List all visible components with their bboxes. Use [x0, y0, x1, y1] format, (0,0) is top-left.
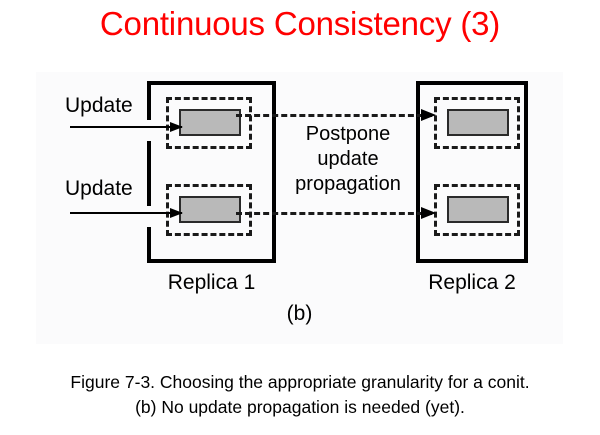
propagation-note-line-3: propagation — [295, 173, 401, 195]
data-item — [447, 196, 509, 223]
conit-outline — [166, 184, 252, 236]
figure-caption: Figure 7-3. Choosing the appropriate gra… — [0, 370, 600, 420]
propagation-arrow-2-icon — [236, 207, 436, 219]
data-item — [179, 196, 241, 223]
replica-2-caption: Replica 2 — [428, 271, 516, 294]
replica-1-caption: Replica 1 — [167, 271, 256, 294]
dashed-arrow-shaft — [236, 114, 432, 117]
arrow-head — [421, 207, 436, 219]
conit-outline — [166, 97, 252, 149]
replica-1-border-right — [272, 81, 276, 263]
replica-2-box — [416, 81, 528, 263]
data-item — [179, 109, 241, 136]
replica-1-border-left-segment — [147, 141, 151, 206]
update-arrow-1-icon — [70, 122, 183, 132]
replica-1-box — [147, 81, 276, 263]
propagation-note-line-2: update — [317, 148, 379, 170]
update-label-2: Update — [65, 177, 133, 200]
figure-caption-line-2: (b) No update propagation is needed (yet… — [135, 397, 465, 417]
update-label-1: Update — [65, 94, 133, 117]
arrow-shaft — [70, 126, 182, 128]
figure-diagram: Update Update Postpone update propagatio… — [36, 72, 563, 344]
dashed-arrow-shaft — [236, 212, 432, 215]
propagation-note: Postpone update propagation — [281, 122, 415, 197]
subfigure-label: (b) — [286, 302, 313, 325]
propagation-arrow-1-icon — [236, 109, 436, 121]
replica-1-border-left-segment — [147, 81, 151, 120]
arrow-head — [421, 109, 436, 121]
replica-1-border-left-segment — [147, 227, 151, 263]
data-item — [447, 109, 509, 136]
update-arrow-2-icon — [70, 208, 183, 218]
conit-outline — [434, 97, 520, 149]
propagation-note-line-1: Postpone — [305, 123, 391, 145]
replica-1-border-top — [147, 81, 276, 85]
arrow-shaft — [70, 212, 182, 214]
arrow-head — [170, 122, 183, 132]
arrow-head — [170, 208, 183, 218]
replica-1-border-bottom — [147, 259, 276, 263]
figure-caption-line-1: Figure 7-3. Choosing the appropriate gra… — [70, 372, 530, 392]
page-title: Continuous Consistency (3) — [99, 5, 501, 42]
